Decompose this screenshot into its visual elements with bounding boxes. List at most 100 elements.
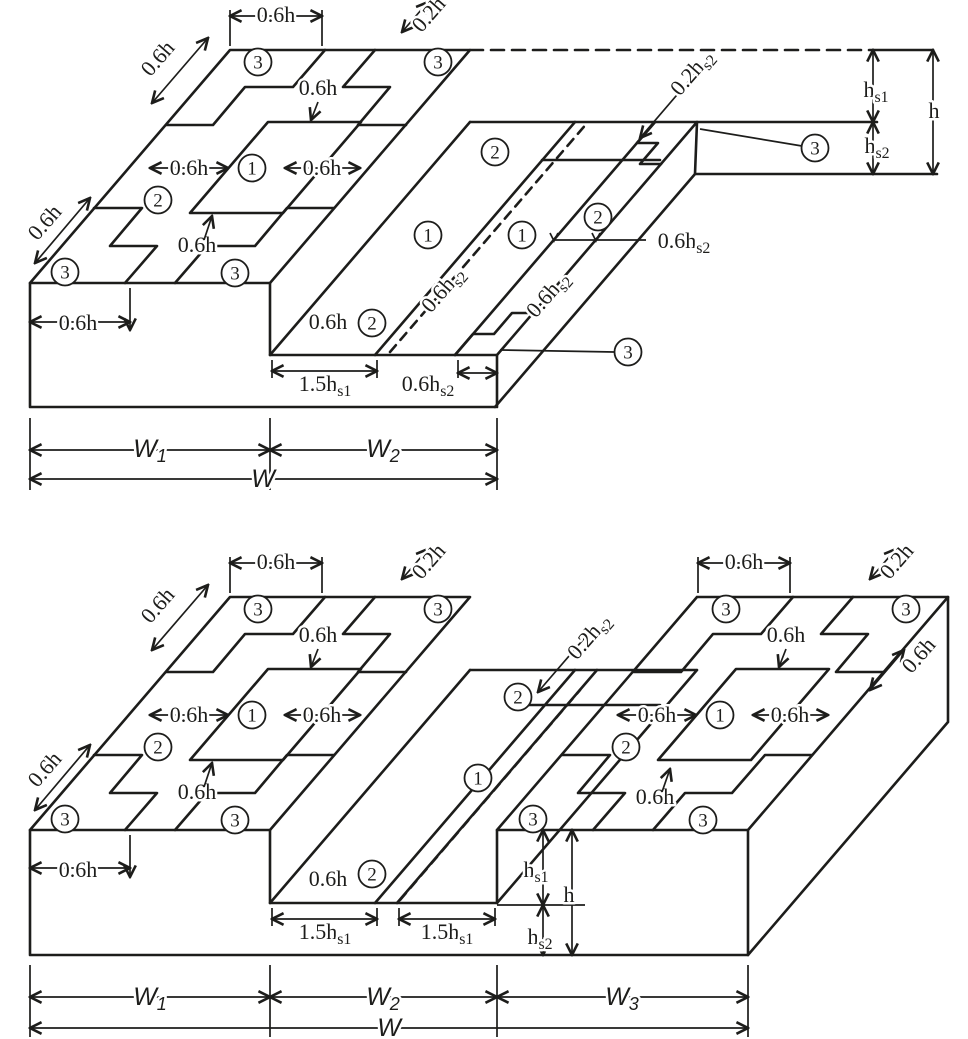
zone-marker-2: 2 bbox=[480, 137, 510, 167]
svg-text:3: 3 bbox=[901, 600, 911, 621]
zone-marker-1: 1 bbox=[507, 220, 537, 250]
upper-roof-level-lines bbox=[468, 48, 939, 176]
zone-marker-1: 1 bbox=[237, 700, 267, 730]
dim-label: 0.2h bbox=[406, 0, 450, 37]
svg-text:0.2hs2: 0.2hs2 bbox=[562, 608, 618, 667]
svg-text:0.6h: 0.6h bbox=[636, 784, 675, 809]
svg-text:1: 1 bbox=[517, 226, 527, 247]
dim-label: 0.6h bbox=[178, 232, 217, 257]
upper-dimensions: 0.6h 0.2h 0.6h 0.6h 0.6h 0.6h 0.6h 0.6h bbox=[20, 0, 942, 496]
dim-label: 0.6hs2 bbox=[402, 371, 455, 400]
dim-label-h: h bbox=[929, 98, 940, 123]
dim-label: 0.6h bbox=[299, 75, 338, 100]
zone-marker-3: 3 bbox=[243, 594, 273, 624]
svg-text:2: 2 bbox=[367, 314, 377, 335]
lower-zone-markers: 3 3 3 3 2 1 2 1 2 3 3 3 3 2 1 bbox=[50, 594, 921, 889]
zone-marker-3: 3 bbox=[423, 594, 453, 624]
lower-right-roof-zone-lines bbox=[560, 595, 886, 832]
svg-text:2: 2 bbox=[153, 191, 163, 212]
dim-label: 0.6h bbox=[135, 35, 179, 80]
dim-label-w: W bbox=[377, 1014, 403, 1039]
svg-text:3: 3 bbox=[810, 139, 820, 160]
svg-text:3: 3 bbox=[230, 264, 240, 285]
dim-label: 0.6hs2 bbox=[658, 228, 711, 257]
dim-label-h: h bbox=[564, 882, 575, 907]
svg-text:3: 3 bbox=[433, 53, 443, 74]
dim-label: 0.6h bbox=[257, 2, 296, 27]
dim-label-w3: W3 bbox=[605, 983, 639, 1014]
svg-text:3: 3 bbox=[528, 810, 538, 831]
upper-corner-zone3-front-right bbox=[173, 206, 336, 285]
svg-text:1.5hs1: 1.5hs1 bbox=[299, 919, 352, 948]
svg-text:3: 3 bbox=[253, 600, 263, 621]
dim-label: 0.6h bbox=[170, 155, 209, 180]
svg-text:0.6h: 0.6h bbox=[309, 866, 348, 891]
zone-marker-2: 2 bbox=[611, 732, 641, 762]
zone-marker-3: 3 bbox=[220, 805, 250, 835]
zone-marker-1: 1 bbox=[463, 763, 493, 793]
dim-label-w1: W1 bbox=[133, 435, 167, 466]
svg-text:2: 2 bbox=[367, 865, 377, 886]
zone-marker-3: 3 bbox=[518, 804, 548, 834]
dim-label: 1.5hs1 bbox=[299, 371, 352, 400]
upper-notch-front-right bbox=[453, 311, 535, 357]
svg-text:3: 3 bbox=[230, 811, 240, 832]
upper-zone-markers: 3 3 3 3 2 1 2 1 1 2 2 3 3 bbox=[50, 47, 830, 367]
svg-text:0.6h: 0.6h bbox=[638, 702, 677, 727]
svg-text:2: 2 bbox=[593, 208, 603, 229]
svg-text:3: 3 bbox=[698, 811, 708, 832]
lower-left-roof-zone-lines bbox=[92, 595, 408, 832]
dim-label-hs2: hs2 bbox=[864, 133, 889, 162]
zone-marker-2: 2 bbox=[583, 202, 613, 232]
lower-right-side-wall bbox=[746, 595, 950, 957]
svg-text:0.2h: 0.2h bbox=[874, 538, 918, 583]
svg-text:3: 3 bbox=[623, 343, 633, 364]
zone-marker-2: 2 bbox=[143, 732, 173, 762]
zone-marker-3: 3 bbox=[243, 47, 273, 77]
svg-text:0.6h: 0.6h bbox=[771, 702, 810, 727]
svg-text:1: 1 bbox=[423, 226, 433, 247]
svg-text:3: 3 bbox=[721, 600, 731, 621]
svg-text:0.6h: 0.6h bbox=[896, 632, 940, 677]
svg-text:2: 2 bbox=[490, 143, 500, 164]
dim-label-w2: W2 bbox=[366, 983, 400, 1014]
upper-low-roof-centerline bbox=[388, 120, 590, 354]
lower-left-step-wall bbox=[268, 668, 472, 905]
zone-marker-3: 3 bbox=[50, 804, 80, 834]
dim-label: 0.6h bbox=[59, 310, 98, 335]
svg-text:0.6h: 0.6h bbox=[767, 622, 806, 647]
zone-marker-3: 3 bbox=[891, 594, 921, 624]
dim-label: 0.6h bbox=[309, 309, 348, 334]
zone-marker-3: 3 bbox=[50, 257, 80, 287]
svg-text:2: 2 bbox=[513, 688, 523, 709]
upper-step-wall bbox=[268, 120, 472, 357]
upper-side-wall bbox=[493, 120, 699, 409]
svg-text:0.6h: 0.6h bbox=[257, 549, 296, 574]
zone-marker-3: 3 bbox=[220, 258, 250, 288]
dim-label-w2: W2 bbox=[366, 435, 400, 466]
svg-text:2: 2 bbox=[153, 738, 163, 759]
lower-left-roof-outline bbox=[28, 595, 472, 832]
upper-diagram: 0.6h 0.2h 0.6h 0.6h 0.6h 0.6h 0.6h 0.6h bbox=[20, 0, 942, 496]
svg-text:1: 1 bbox=[473, 769, 483, 790]
dim-label: 0.2hs2 bbox=[665, 44, 721, 103]
zone-marker-2: 2 bbox=[357, 308, 387, 338]
zone-marker-3: 3 bbox=[423, 47, 453, 77]
dim-label: 0.6h bbox=[22, 199, 66, 244]
svg-text:0.6h: 0.6h bbox=[178, 779, 217, 804]
upper-corner-zone3-back-left bbox=[164, 48, 327, 127]
zone-marker-1: 1 bbox=[413, 220, 443, 250]
zone-marker-3-leader: 3 bbox=[800, 133, 830, 163]
lower-diagram: 0.6h 0.2h 0.6h 0.6h 0.6h 0.6h 0.6h 0.6h … bbox=[20, 536, 950, 1039]
svg-text:3: 3 bbox=[433, 600, 443, 621]
upper-front-wall bbox=[28, 281, 499, 409]
upper-corner-zone3-front-left bbox=[92, 206, 159, 285]
zone-marker-2: 2 bbox=[357, 859, 387, 889]
svg-text:0.6h: 0.6h bbox=[303, 702, 342, 727]
svg-text:1.5hs1: 1.5hs1 bbox=[421, 919, 474, 948]
upper-high-roof-zone-lines bbox=[92, 48, 408, 285]
svg-text:3: 3 bbox=[60, 263, 70, 284]
lower-front-wall bbox=[28, 828, 750, 957]
dim-label-hs1: hs1 bbox=[523, 857, 548, 886]
